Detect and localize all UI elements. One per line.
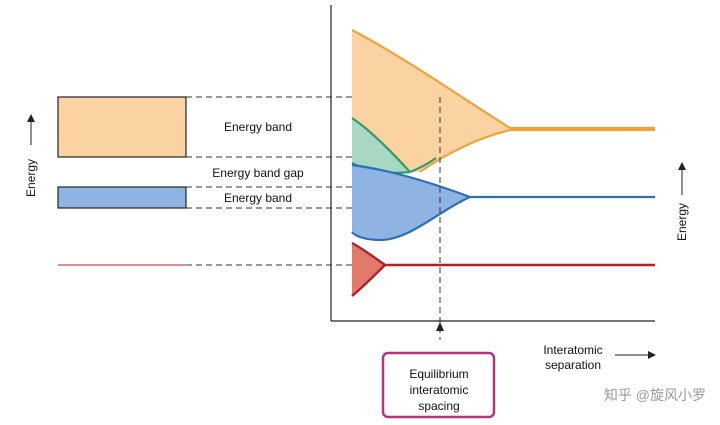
upper-band-envelope bbox=[352, 30, 655, 172]
lower-band-rect bbox=[57, 186, 187, 209]
lower-band-envelope bbox=[352, 165, 655, 240]
upper-band-bottom-curve bbox=[419, 128, 655, 173]
separation-arrow-head bbox=[648, 351, 656, 359]
label-energy-band-upper: Energy band bbox=[224, 120, 292, 134]
label-equilibrium-line2: interatomic bbox=[410, 383, 469, 397]
upper-band-rect bbox=[57, 96, 187, 158]
watermark-text: 知乎 @旋风小罗 bbox=[604, 387, 706, 403]
green-band-top-curve bbox=[351, 117, 411, 173]
label-energy-band-lower: Energy band bbox=[224, 191, 292, 205]
label-energy-left: Energy bbox=[24, 159, 38, 197]
core-level-top-curve bbox=[351, 241, 655, 267]
core-level-bottom-curve bbox=[351, 264, 386, 297]
label-equilibrium-line1: Equilibrium bbox=[409, 367, 468, 381]
label-separation-line1: Interatomic bbox=[543, 343, 602, 357]
equilibrium-highlight-box bbox=[381, 351, 496, 419]
energy-left-arrow-head bbox=[27, 114, 35, 122]
equilibrium-arrow-head bbox=[436, 322, 444, 331]
label-separation-line2: separation bbox=[545, 358, 601, 372]
lower-band-bottom-curve bbox=[351, 195, 471, 242]
label-energy-band-gap: Energy band gap bbox=[212, 166, 304, 180]
green-band-region bbox=[352, 118, 410, 173]
energy-right-arrow-head bbox=[678, 162, 686, 170]
label-equilibrium-line3: spacing bbox=[418, 399, 459, 413]
lower-band-top-curve bbox=[351, 163, 655, 199]
label-energy-right: Energy bbox=[675, 203, 689, 241]
upper-band-top-curve bbox=[351, 29, 655, 130]
core-level-region bbox=[352, 243, 385, 296]
